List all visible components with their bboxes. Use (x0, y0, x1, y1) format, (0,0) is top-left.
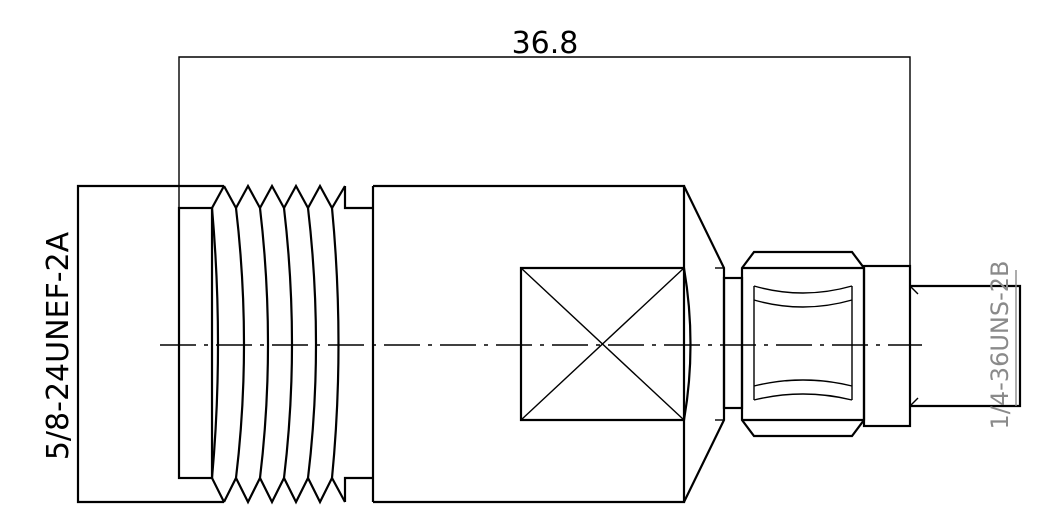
left-thread-label: 5/8-24UNEF-2A (41, 231, 76, 460)
rear-body (862, 264, 1022, 428)
main-body (373, 184, 726, 504)
overall-length-label: 36.8 (512, 26, 579, 61)
left-threaded-section (76, 183, 375, 505)
overall-dimension: 36.8 (178, 26, 911, 268)
right-thread-label: 1/4-36UNS-2B (986, 261, 1014, 430)
hex-nut (722, 250, 866, 438)
